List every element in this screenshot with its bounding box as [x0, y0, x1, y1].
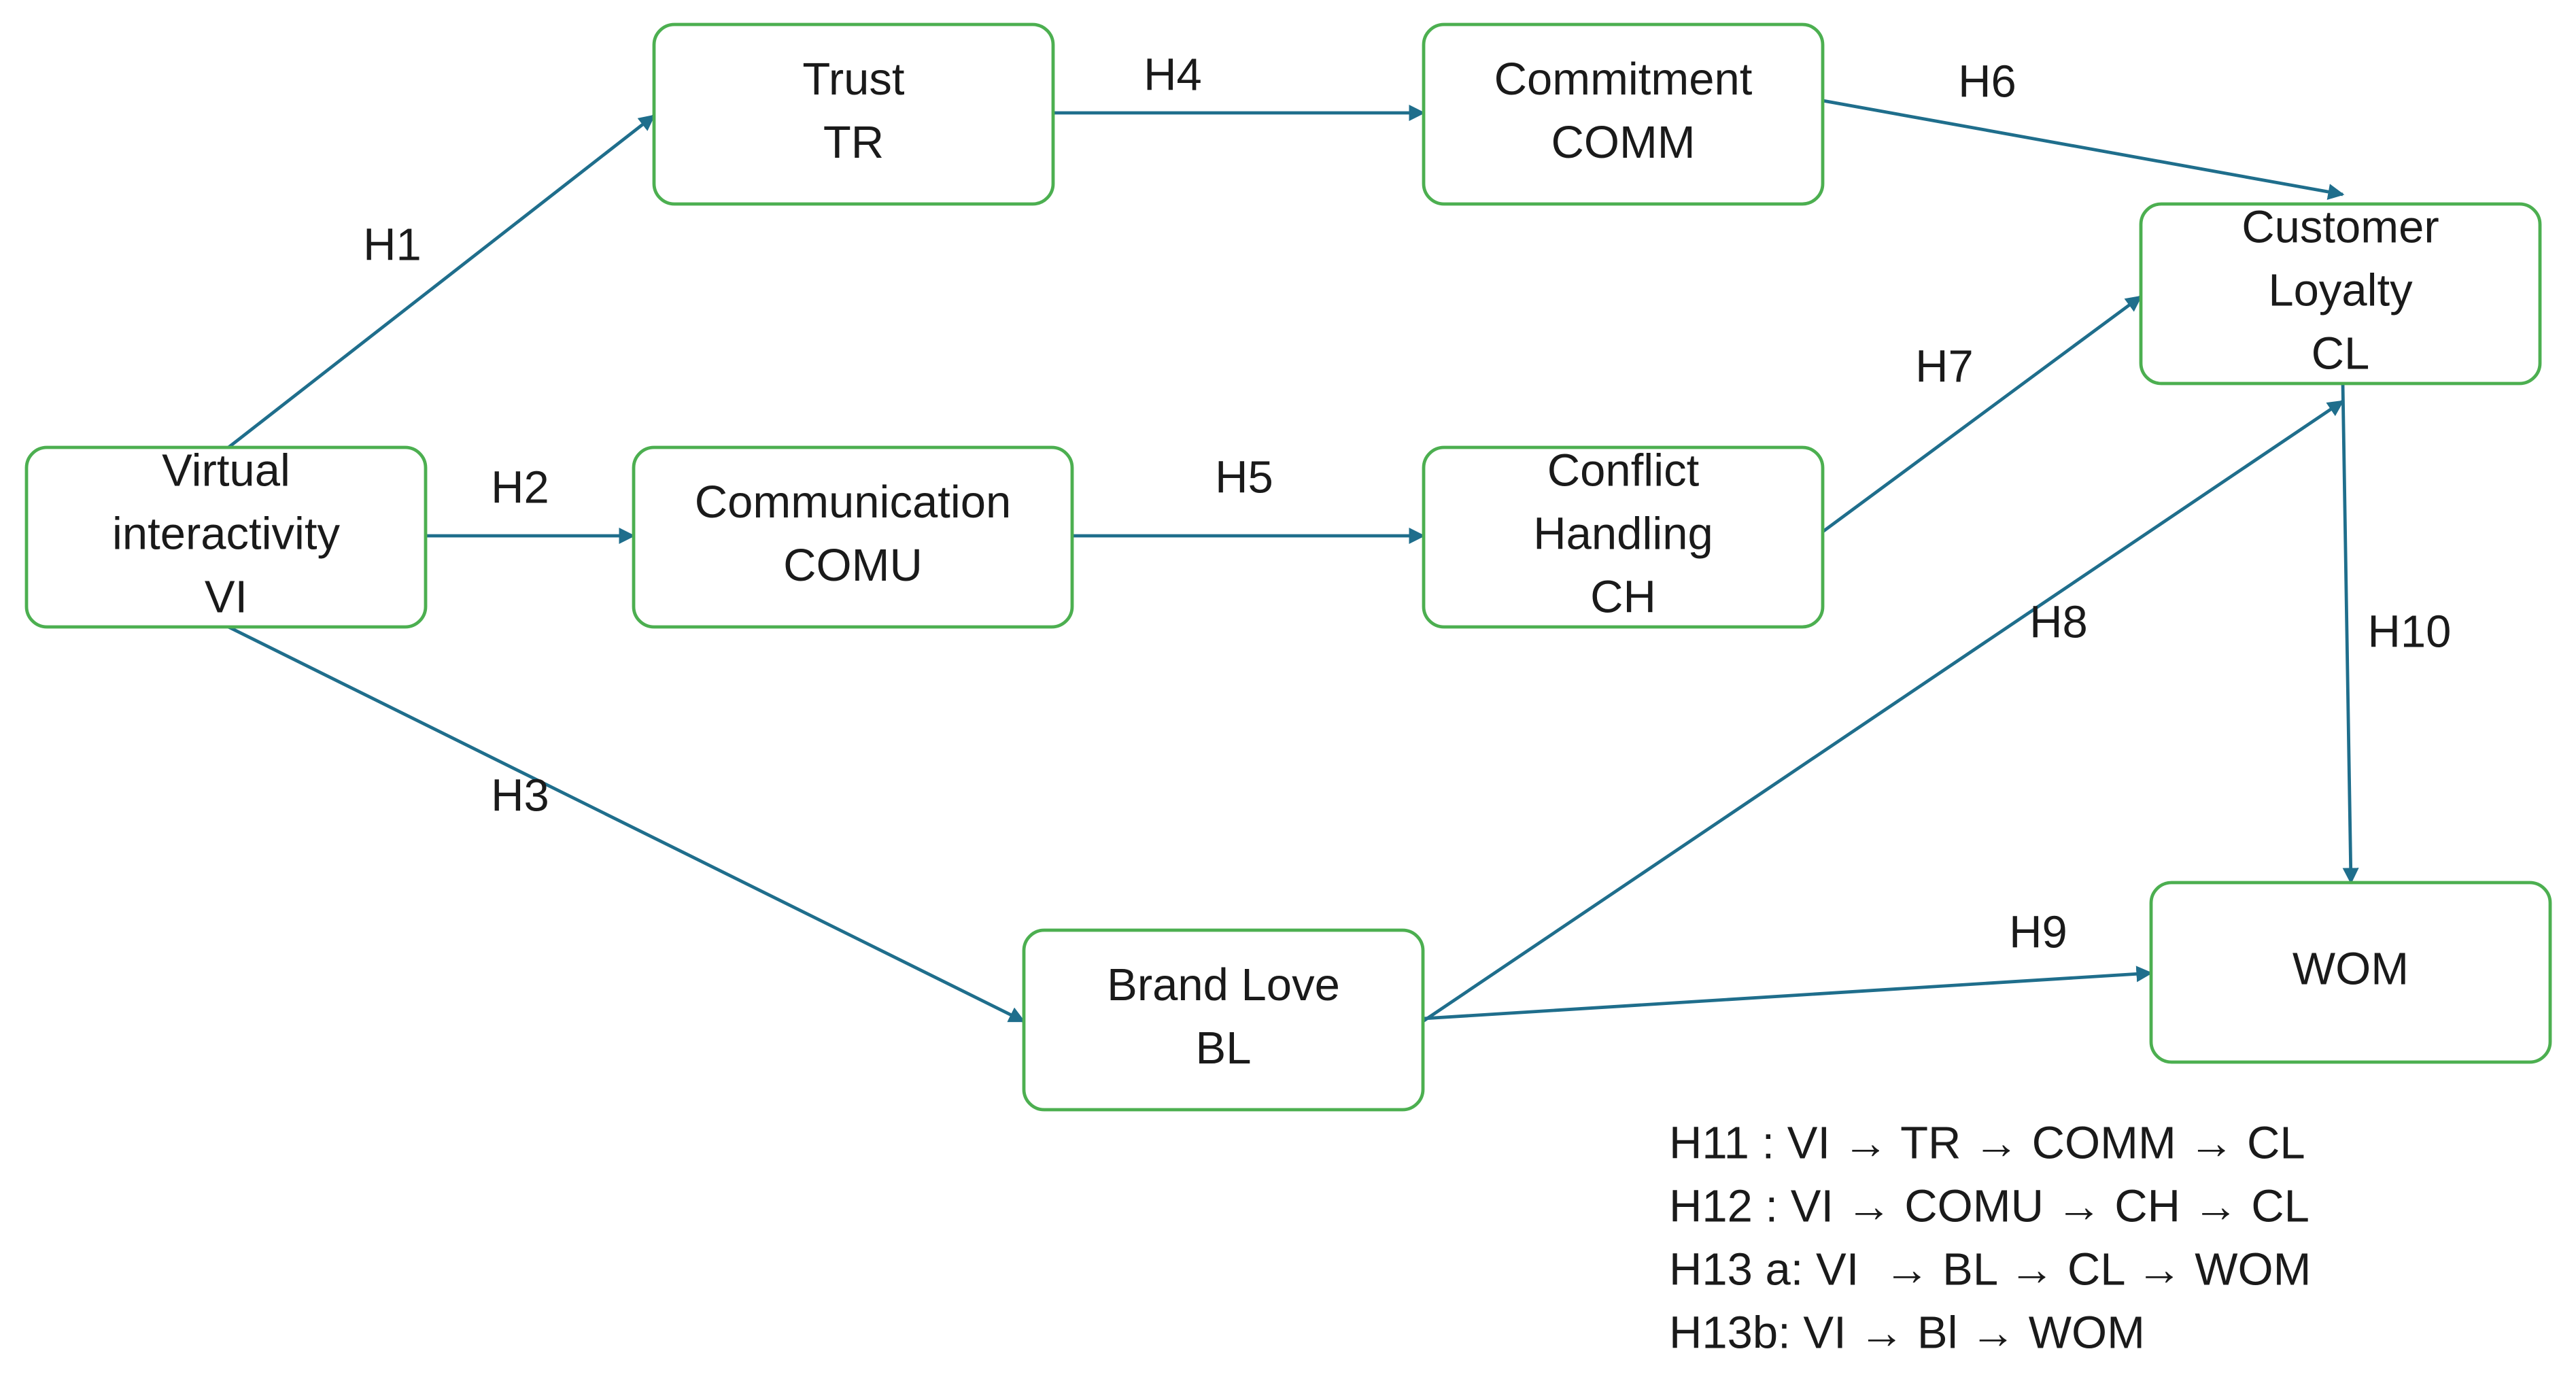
edge-vi-bl: H3: [227, 625, 1026, 1023]
hypothesis-item: H12 : VI → COMU → CH → CL: [1669, 1181, 2309, 1232]
edge-bl-cl: H8: [1422, 400, 2344, 1023]
node-label-comu-line-2: COMU: [783, 540, 923, 591]
edge-label-h8: H8: [2029, 597, 2088, 648]
node-box-comm: [1422, 22, 1825, 206]
arrow-vi-tr: [227, 114, 655, 449]
edge-ch-cl: H7: [1821, 295, 2142, 533]
edge-label-h1: H1: [363, 220, 422, 271]
node-label-cl-line-3: CL: [2312, 328, 2370, 379]
edge-label-h5: H5: [1215, 452, 1273, 503]
node-label-bl-line-1: Brand Love: [1107, 959, 1340, 1010]
edge-label-h10: H10: [2368, 607, 2452, 658]
node-wom: WOM: [2149, 881, 2552, 1064]
hypothesis-item: H11 : VI → TR → COMM → CL: [1669, 1118, 2305, 1169]
node-box-bl: [1022, 928, 1425, 1112]
edge-label-h2: H2: [491, 462, 549, 513]
node-box-tr: [652, 22, 1055, 206]
node-label-vi-line-2: interactivity: [112, 509, 341, 560]
arrow-vi-bl: [227, 625, 1026, 1023]
hypothesis-item: H13 a: VI → BL → CL → WOM: [1669, 1244, 2311, 1295]
arrow-bl-wom: [1422, 966, 2153, 1021]
node-label-ch-line-1: Conflict: [1547, 445, 1700, 496]
node-box-comu: [632, 445, 1074, 629]
edge-cl-wom: H10: [2341, 383, 2452, 885]
arrow-comm-cl: [1822, 99, 2345, 200]
edge-label-h9: H9: [2009, 907, 2067, 958]
node-box-vi: [24, 445, 428, 629]
hypothesis-list: H11 : VI → TR → COMM → CL H12 : VI → COMU…: [1669, 1118, 2311, 1359]
node-box-cl: [2139, 202, 2542, 386]
nodes-layer: VirtualinteractivityVITrustTRCommitmentC…: [24, 22, 2552, 1112]
node-label-wom-line-1: WOM: [2292, 944, 2409, 995]
edge-label-h6: H6: [1958, 56, 2016, 107]
node-label-vi-line-3: VI: [205, 572, 247, 623]
arrow-cl-wom: [2341, 383, 2359, 885]
node-label-ch-line-2: Handling: [1533, 509, 1713, 560]
node-label-comm-line-1: Commitment: [1494, 54, 1753, 105]
node-box-ch: [1422, 445, 1825, 629]
edge-comm-cl: H6: [1822, 56, 2345, 200]
node-label-tr-line-1: Trust: [802, 54, 905, 105]
node-box-wom: [2149, 881, 2552, 1064]
node-label-tr-line-2: TR: [823, 117, 884, 168]
node-label-comu-line-1: Communication: [695, 477, 1011, 528]
node-label-ch-line-3: CH: [1590, 572, 1656, 623]
edge-vi-tr: H1: [227, 114, 655, 449]
edge-label-h4: H4: [1144, 50, 1202, 101]
arrow-bl-cl: [1422, 400, 2344, 1023]
edge-comu-ch: H5: [1072, 452, 1426, 544]
edge-tr-comm: H4: [1053, 50, 1426, 121]
edge-label-h7: H7: [1915, 341, 1974, 392]
edge-label-h3: H3: [491, 770, 549, 821]
edge-bl-wom: H9: [1422, 907, 2153, 1021]
hypothesis-item: H13b: VI → Bl → WOM: [1669, 1308, 2145, 1359]
node-label-vi-line-1: Virtual: [162, 445, 290, 496]
node-label-cl-line-2: Loyalty: [2268, 265, 2413, 316]
node-label-comm-line-2: COMM: [1551, 117, 1695, 168]
arrow-ch-cl: [1821, 295, 2142, 533]
node-label-bl-line-2: BL: [1196, 1023, 1252, 1074]
node-label-cl-line-1: Customer: [2242, 202, 2439, 253]
edge-vi-comu: H2: [426, 462, 636, 544]
